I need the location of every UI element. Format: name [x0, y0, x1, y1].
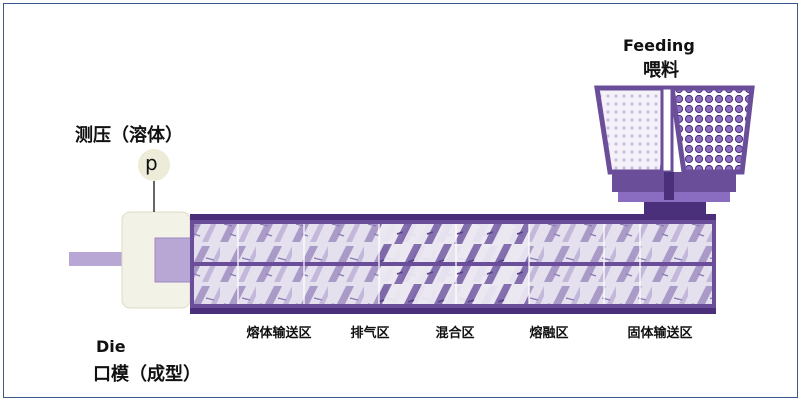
die-label-cn: 口模（成型）	[93, 364, 201, 385]
pressure-symbol: p	[145, 151, 158, 175]
screw-divider	[190, 262, 716, 266]
die-nozzle	[154, 237, 192, 283]
die-label-en: Die	[96, 337, 126, 356]
zone-melt-conveying: 熔体输送区	[246, 326, 312, 341]
barrel-top-rim	[190, 214, 716, 220]
feed-hopper	[594, 85, 755, 214]
pressure-label: 测压（溶体）	[75, 125, 183, 146]
pressure-gauge	[138, 149, 170, 181]
mixing-zone-lower	[379, 266, 529, 304]
feeding-label-en: Feeding	[623, 36, 695, 55]
zone-solid-conveying: 固体输送区	[627, 326, 693, 341]
mixing-zone-upper	[379, 224, 529, 262]
zone-melting: 熔融区	[529, 326, 569, 341]
zone-mixing: 混合区	[435, 326, 475, 341]
segment-dividers	[237, 224, 641, 304]
diagram-frame: 测压（溶体） p Feeding 喂料 Die 口模（成型） 熔体输送区 排气区…	[3, 3, 798, 398]
barrel-bottom-rim	[190, 308, 716, 314]
feeding-label-cn: 喂料	[643, 60, 679, 81]
zone-venting: 排气区	[350, 326, 390, 341]
die-stem	[69, 252, 129, 266]
extruder-diagram	[69, 85, 755, 314]
